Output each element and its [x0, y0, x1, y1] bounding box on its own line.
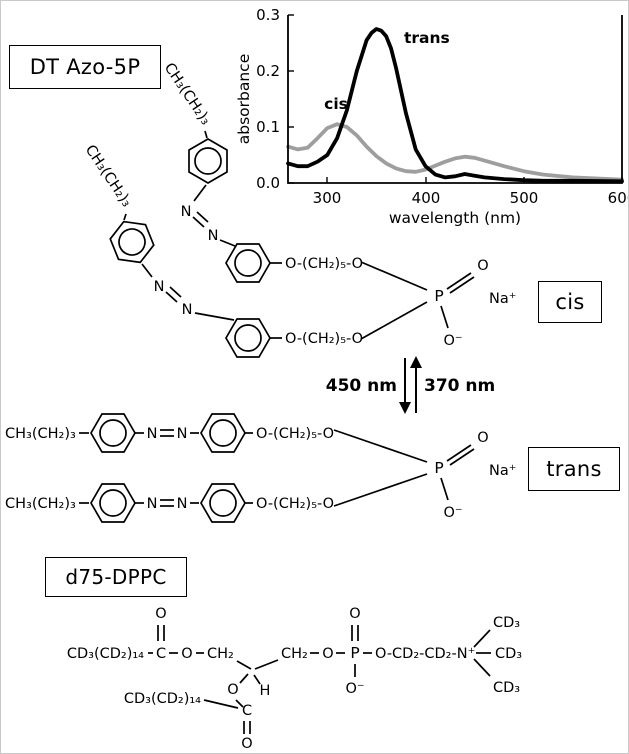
- dppc-central-hydrogen: H: [260, 683, 271, 699]
- benzene-ring: [188, 138, 228, 184]
- cis-azo1-n1: N: [181, 204, 192, 220]
- dppc-ester2-link-o: O: [227, 682, 238, 698]
- dppc-bonds: [148, 625, 491, 734]
- y-tick-0.1: 0.1: [256, 118, 280, 136]
- x-tick-300: 300: [313, 189, 342, 207]
- x-axis-label: wavelength (nm): [389, 209, 521, 227]
- dppc-ester1-link-o: O: [181, 646, 192, 662]
- cis-azo2-n1: N: [154, 279, 165, 295]
- cis-pentyl-linker-1: O-(CH₂)₅-O: [285, 256, 363, 272]
- cis-butyl-chain-mid: CH₃(CH₂)₃: [82, 142, 135, 210]
- trans-label-box: trans: [528, 447, 620, 491]
- trans-curve-label: trans: [404, 29, 450, 47]
- dppc-cd3-middle: CD₃: [495, 646, 522, 662]
- trans-azo1-n2: N: [177, 426, 188, 442]
- benzene-ring: [105, 213, 159, 271]
- trans-phosphate-o-minus: O⁻: [443, 505, 462, 521]
- dppc-cd3-bottom: CD₃: [493, 680, 520, 696]
- benzene-ring: [225, 318, 271, 358]
- dppc-cd3-top: CD₃: [493, 615, 520, 631]
- y-tick-marks: [288, 14, 294, 184]
- dppc-label-box: d75-DPPC: [45, 557, 187, 597]
- trans-azo2-n1: N: [147, 496, 158, 512]
- trans-azo2-n2: N: [177, 496, 188, 512]
- cis-phosphate-o-minus: O⁻: [443, 333, 462, 349]
- dppc-ester2-carbon: C: [242, 703, 252, 719]
- plot-axes: [287, 15, 623, 184]
- cis-absorbance-curve: [286, 122, 624, 182]
- cis-phosphate-double-o: O: [477, 258, 488, 274]
- dppc-phosphate-double-o: O: [349, 606, 360, 622]
- trans-bonds: [79, 429, 475, 507]
- x-tick-400: 400: [412, 189, 441, 207]
- dppc-ester1-carbonyl-o: O: [155, 606, 166, 622]
- cis-butyl-chain-top: CH₃(CH₂)₃: [161, 60, 214, 128]
- spectrum-plot: 0.3 0.2 0.1 0.0 300 400 500 600 absorban…: [235, 6, 628, 227]
- dppc-phosphorus: P: [350, 644, 359, 662]
- benzene-ring: [225, 243, 271, 283]
- dppc-choline-group: O-CD₂-CD₂-N⁺: [375, 646, 475, 662]
- arrow-up-head: [410, 356, 422, 368]
- y-tick-0.3: 0.3: [256, 6, 280, 24]
- dppc-phosphate-o-minus: O⁻: [345, 681, 364, 697]
- cis-sodium-counterion: Na⁺: [489, 291, 516, 307]
- dppc-ester1-carbon: C: [156, 646, 166, 662]
- dppc-ch2-right: CH₂: [281, 646, 308, 662]
- trans-azo1-n1: N: [147, 426, 158, 442]
- photoisomerization-arrows: 450 nm 370 nm: [326, 356, 495, 414]
- trans-absorbance-curve: [286, 27, 624, 184]
- arrow-down-head: [399, 402, 411, 414]
- dppc-deuterated-chain-2: CD₃(CD₂)₁₄: [124, 691, 201, 707]
- benzene-ring: [90, 483, 136, 523]
- cis-label-box: cis: [538, 281, 602, 323]
- dppc-deuterated-chain-1: CD₃(CD₂)₁₄: [67, 646, 144, 662]
- y-axis-label: absorbance: [236, 54, 253, 145]
- trans-structure: CH₃(CH₂)₃ N N O-(CH₂)₅-O CH₃(CH₂)₃ N N O…: [5, 413, 516, 523]
- absorbance-spectrum-chart: 0.3 0.2 0.1 0.0 300 400 500 600 absorban…: [235, 3, 628, 233]
- x-tick-marks: [326, 177, 623, 183]
- cis-phosphorus: P: [434, 287, 443, 305]
- trans-pentyl-linker-2: O-(CH₂)₅-O: [256, 496, 334, 512]
- dppc-structure: CD₃(CD₂)₁₄ C O O CH₂ CH₂ H O C O CD₃(CD₂…: [67, 606, 522, 752]
- wavelength-450nm-label: 450 nm: [326, 376, 397, 396]
- benzene-ring: [200, 413, 246, 453]
- y-tick-0.2: 0.2: [256, 62, 280, 80]
- trans-sodium-counterion: Na⁺: [489, 463, 516, 479]
- cis-label: cis: [555, 290, 585, 314]
- dppc-phosphate-link-o: O: [322, 646, 333, 662]
- trans-phosphate-double-o: O: [477, 430, 488, 446]
- cis-pentyl-linker-2: O-(CH₂)₅-O: [285, 331, 363, 347]
- benzene-ring: [200, 483, 246, 523]
- y-tick-0.0: 0.0: [256, 174, 280, 192]
- dppc-ester2-carbonyl-o: O: [241, 736, 252, 752]
- x-tick-600: 600: [608, 189, 628, 207]
- cis-azo1-n2: N: [208, 228, 219, 244]
- dt-azo-5p-label: DT Azo-5P: [29, 55, 141, 79]
- trans-phosphorus: P: [434, 459, 443, 477]
- benzene-ring: [90, 413, 136, 453]
- spectrum-curves: [286, 27, 624, 184]
- dppc-ch2-left: CH₂: [207, 646, 234, 662]
- dt-azo-5p-label-box: DT Azo-5P: [9, 45, 161, 89]
- cis-curve-label: cis: [324, 95, 348, 113]
- trans-butyl-chain-2: CH₃(CH₂)₃: [5, 496, 76, 512]
- trans-pentyl-linker-1: O-(CH₂)₅-O: [256, 426, 334, 442]
- cis-bonds: [123, 130, 475, 340]
- trans-butyl-chain-1: CH₃(CH₂)₃: [5, 426, 76, 442]
- x-tick-500: 500: [510, 189, 539, 207]
- wavelength-370nm-label: 370 nm: [424, 376, 495, 396]
- cis-azo2-n2: N: [182, 302, 193, 318]
- dppc-label: d75-DPPC: [65, 565, 167, 589]
- trans-label: trans: [546, 457, 602, 481]
